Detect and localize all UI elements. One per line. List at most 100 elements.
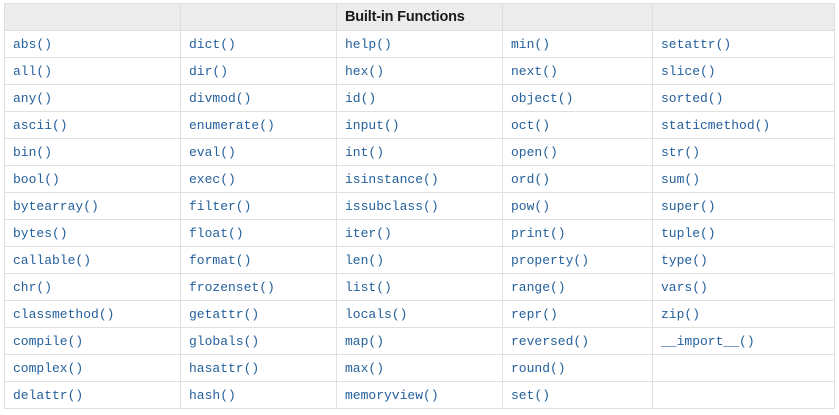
builtin-function-link[interactable]: list() [345, 280, 392, 295]
builtin-function-link[interactable]: delattr() [13, 388, 84, 403]
table-row: abs() dict() help() min() setattr() [4, 30, 835, 58]
builtin-function-link[interactable]: bytearray() [13, 199, 99, 214]
builtin-function-link[interactable]: frozenset() [189, 280, 275, 295]
table-cell: globals() [180, 327, 337, 355]
builtin-function-link[interactable]: hex() [345, 64, 385, 79]
builtin-function-link[interactable]: __import__() [661, 334, 755, 349]
builtin-function-link[interactable]: print() [511, 226, 566, 241]
builtin-function-link[interactable]: super() [661, 199, 716, 214]
builtin-function-link[interactable]: input() [345, 118, 400, 133]
builtin-function-link[interactable]: abs() [13, 37, 53, 52]
builtin-function-link[interactable]: chr() [13, 280, 53, 295]
builtin-function-link[interactable]: type() [661, 253, 708, 268]
builtin-function-link[interactable]: reversed() [511, 334, 590, 349]
builtin-function-link[interactable]: max() [345, 361, 385, 376]
builtin-function-link[interactable]: getattr() [189, 307, 260, 322]
builtin-function-link[interactable]: next() [511, 64, 558, 79]
builtin-function-link[interactable]: sum() [661, 172, 701, 187]
builtin-function-link[interactable]: exec() [189, 172, 236, 187]
table-cell: staticmethod() [652, 111, 835, 139]
builtin-function-link[interactable]: callable() [13, 253, 92, 268]
builtin-function-link[interactable]: int() [345, 145, 385, 160]
builtin-function-link[interactable]: help() [345, 37, 392, 52]
builtin-function-link[interactable]: vars() [661, 280, 708, 295]
table-row: complex() hasattr() max() round() [4, 354, 835, 382]
table-cell: divmod() [180, 84, 337, 112]
table-cell: memoryview() [336, 381, 503, 409]
builtin-function-link[interactable]: float() [189, 226, 244, 241]
table-cell: getattr() [180, 300, 337, 328]
builtin-function-link[interactable]: pow() [511, 199, 551, 214]
table-row: delattr() hash() memoryview() set() [4, 381, 835, 409]
builtin-function-link[interactable]: id() [345, 91, 377, 106]
builtin-function-link[interactable]: map() [345, 334, 385, 349]
builtin-function-link[interactable]: bin() [13, 145, 53, 160]
builtin-function-link[interactable]: divmod() [189, 91, 252, 106]
table-cell: list() [336, 273, 503, 301]
builtin-function-link[interactable]: repr() [511, 307, 558, 322]
table-cell: sorted() [652, 84, 835, 112]
builtin-function-link[interactable]: filter() [189, 199, 252, 214]
table-cell: sum() [652, 165, 835, 193]
builtin-function-link[interactable]: ascii() [13, 118, 68, 133]
builtin-function-link[interactable]: sorted() [661, 91, 724, 106]
table-cell: zip() [652, 300, 835, 328]
table-cell: ord() [502, 165, 653, 193]
builtin-function-link[interactable]: staticmethod() [661, 118, 771, 133]
builtin-function-link[interactable]: hasattr() [189, 361, 260, 376]
table-cell: locals() [336, 300, 503, 328]
builtin-function-link[interactable]: zip() [661, 307, 701, 322]
builtin-function-link[interactable]: enumerate() [189, 118, 275, 133]
builtin-function-link[interactable]: hash() [189, 388, 236, 403]
table-cell: __import__() [652, 327, 835, 355]
builtin-function-link[interactable]: property() [511, 253, 590, 268]
builtin-function-link[interactable]: any() [13, 91, 53, 106]
builtin-function-link[interactable]: globals() [189, 334, 260, 349]
table-cell: callable() [4, 246, 181, 274]
table-cell: bytes() [4, 219, 181, 247]
builtin-function-link[interactable]: tuple() [661, 226, 716, 241]
builtin-function-link[interactable]: locals() [345, 307, 408, 322]
builtin-function-link[interactable]: bool() [13, 172, 60, 187]
table-row: chr() frozenset() list() range() vars() [4, 273, 835, 301]
builtin-function-link[interactable]: memoryview() [345, 388, 439, 403]
page-title: Built-in Functions [336, 3, 503, 31]
table-row: any() divmod() id() object() sorted() [4, 84, 835, 112]
table-cell: bin() [4, 138, 181, 166]
table-cell: vars() [652, 273, 835, 301]
table-cell: iter() [336, 219, 503, 247]
builtin-function-link[interactable]: set() [511, 388, 551, 403]
table-cell: print() [502, 219, 653, 247]
builtin-function-link[interactable]: iter() [345, 226, 392, 241]
builtin-function-link[interactable]: eval() [189, 145, 236, 160]
builtin-function-link[interactable]: bytes() [13, 226, 68, 241]
builtin-function-link[interactable]: round() [511, 361, 566, 376]
builtin-function-link[interactable]: isinstance() [345, 172, 439, 187]
table-cell: len() [336, 246, 503, 274]
table-cell: int() [336, 138, 503, 166]
builtin-function-link[interactable]: ord() [511, 172, 551, 187]
builtin-function-link[interactable]: min() [511, 37, 551, 52]
builtin-function-link[interactable]: format() [189, 253, 252, 268]
builtin-function-link[interactable]: object() [511, 91, 574, 106]
builtin-function-link[interactable]: issubclass() [345, 199, 439, 214]
table-cell-empty [652, 354, 835, 382]
header-cell-0 [4, 3, 181, 31]
builtin-function-link[interactable]: oct() [511, 118, 551, 133]
builtin-function-link[interactable]: dict() [189, 37, 236, 52]
builtin-function-link[interactable]: setattr() [661, 37, 732, 52]
builtin-function-link[interactable]: classmethod() [13, 307, 115, 322]
builtin-function-link[interactable]: compile() [13, 334, 84, 349]
builtin-function-link[interactable]: len() [345, 253, 385, 268]
builtin-function-link[interactable]: range() [511, 280, 566, 295]
table-cell: type() [652, 246, 835, 274]
builtin-function-link[interactable]: dir() [189, 64, 229, 79]
builtin-function-link[interactable]: open() [511, 145, 558, 160]
builtin-function-link[interactable]: complex() [13, 361, 84, 376]
table-cell: pow() [502, 192, 653, 220]
table-cell: setattr() [652, 30, 835, 58]
builtin-function-link[interactable]: str() [661, 145, 701, 160]
builtin-function-link[interactable]: all() [13, 64, 53, 79]
builtin-function-link[interactable]: slice() [661, 64, 716, 79]
